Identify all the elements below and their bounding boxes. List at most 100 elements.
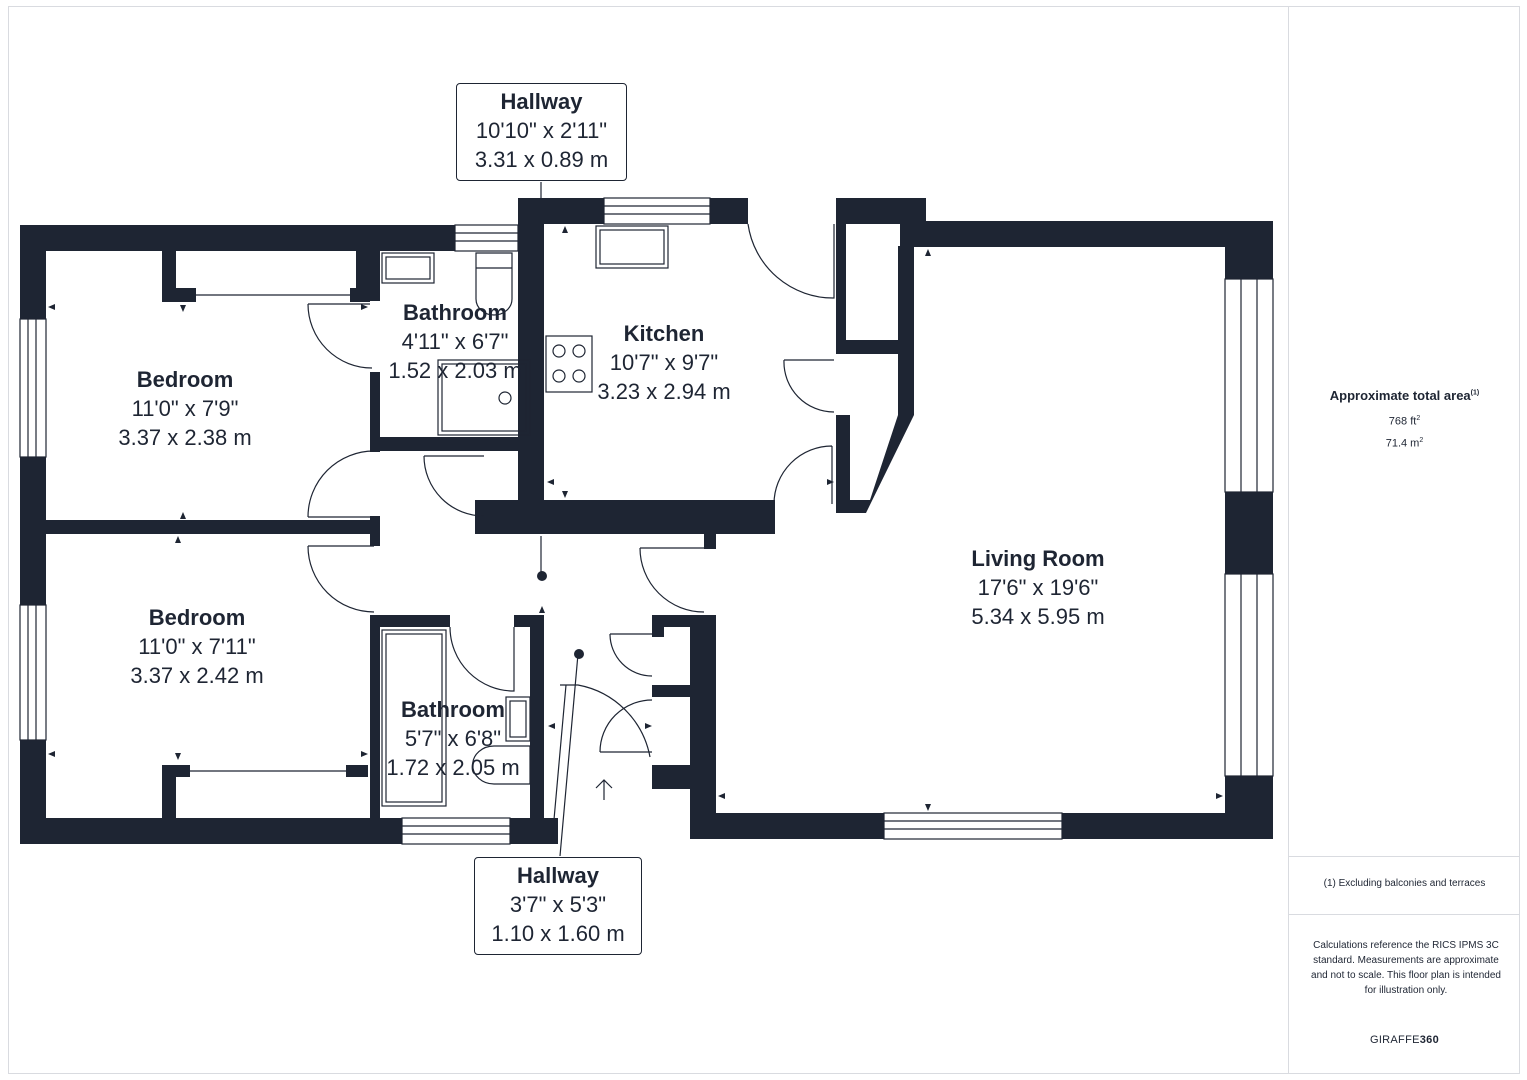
room-name: Kitchen bbox=[623, 321, 705, 346]
entrance-arrow bbox=[595, 779, 613, 800]
room-label-living-room: Living Room 17'6" x 19'6" 5.34 x 5.95 m bbox=[971, 545, 1104, 631]
room-label-bathroom-2: Bathroom 5'7" x 6'8" 1.72 x 2.05 m bbox=[386, 696, 519, 782]
wall-hall bbox=[370, 516, 380, 546]
divider bbox=[1289, 914, 1520, 915]
callout-leader bbox=[559, 653, 579, 857]
basin bbox=[505, 696, 531, 742]
door-swing bbox=[599, 699, 653, 753]
footnote: (1) Excluding balconies and terraces bbox=[1323, 878, 1486, 889]
area-title: Approximate total area(1) bbox=[1289, 388, 1520, 403]
toilet bbox=[475, 252, 513, 316]
room-dim-metric: 5.34 x 5.95 m bbox=[971, 604, 1105, 629]
wall-bath2-right bbox=[530, 615, 544, 844]
room-dim-metric: 1.52 x 2.03 m bbox=[388, 358, 522, 383]
window bbox=[1224, 278, 1274, 493]
wall-cupboard-hall bbox=[652, 615, 664, 637]
divider bbox=[1289, 856, 1520, 857]
room-dim-metric: 1.72 x 2.05 m bbox=[386, 755, 520, 780]
door-swing bbox=[423, 455, 485, 517]
callout-hallway-bottom: Hallway 3'7" x 5'3" 1.10 x 1.60 m bbox=[474, 857, 642, 955]
window bbox=[19, 318, 47, 458]
wall-kitchen-top bbox=[518, 198, 604, 224]
wardrobe-wall bbox=[162, 288, 196, 302]
area-sqm-unit-exp: 2 bbox=[1419, 437, 1424, 444]
wall-kitchen-bottom bbox=[475, 500, 775, 534]
wall-living-pier bbox=[1225, 492, 1273, 574]
room-dim-imperial: 4'11" x 6'7" bbox=[401, 329, 509, 354]
door-swing bbox=[449, 626, 515, 692]
wall-bottom-left bbox=[20, 818, 402, 844]
room-name: Living Room bbox=[971, 546, 1105, 571]
wall-kitchen-top-right bbox=[836, 198, 926, 224]
wall-cupboard-hall bbox=[652, 765, 716, 789]
wall-left-mid bbox=[20, 457, 46, 605]
wall-bath1 bbox=[370, 372, 380, 452]
door-swing bbox=[307, 450, 375, 518]
room-name: Bedroom bbox=[148, 605, 246, 630]
wall-cupboard-angled bbox=[836, 246, 914, 513]
room-dim-metric: 3.37 x 2.38 m bbox=[118, 425, 252, 450]
wall-living-bottom bbox=[690, 813, 884, 839]
room-dim-imperial: 11'0" x 7'11" bbox=[138, 634, 256, 659]
page-frame bbox=[8, 6, 1520, 1074]
window bbox=[19, 604, 47, 741]
door-swing bbox=[560, 684, 651, 758]
wall-kitchen-top bbox=[710, 198, 748, 224]
room-dim-metric: 3.37 x 2.42 m bbox=[130, 663, 264, 688]
hallway-marker bbox=[574, 649, 584, 659]
wall-cupboard-hall bbox=[652, 685, 716, 697]
room-label-bedroom-2: Bedroom 11'0" x 7'11" 3.37 x 2.42 m bbox=[130, 604, 263, 690]
info-panel: Approximate total area(1) 768 ft2 71.4 m… bbox=[1288, 6, 1520, 1074]
door-swing bbox=[307, 303, 373, 369]
bathtub bbox=[381, 629, 447, 807]
door-swing bbox=[773, 445, 833, 505]
wardrobe-wall bbox=[162, 765, 190, 777]
door-swing bbox=[747, 223, 835, 299]
window bbox=[603, 197, 711, 225]
door-swing bbox=[783, 359, 835, 413]
area-sqm-text: 71.4 m bbox=[1385, 437, 1420, 450]
callout-hallway-top: Hallway 10'10" x 2'11" 3.31 x 0.89 m bbox=[456, 83, 627, 181]
room-label-bathroom-1: Bathroom 4'11" x 6'7" 1.52 x 2.03 m bbox=[388, 299, 521, 385]
wall-top-left bbox=[20, 225, 455, 251]
wall-living-bottom bbox=[1062, 813, 1273, 839]
callout-name: Hallway bbox=[517, 863, 599, 888]
door-swing bbox=[307, 545, 375, 613]
wall-living-top bbox=[900, 221, 1272, 247]
room-label-kitchen: Kitchen 10'7" x 9'7" 3.23 x 2.94 m bbox=[597, 320, 730, 406]
wall-stub bbox=[704, 533, 716, 549]
wall-cupboard bbox=[836, 224, 846, 354]
brand-prefix: GIRAFFE bbox=[1369, 1034, 1420, 1046]
basin bbox=[381, 252, 435, 284]
area-title-text: Approximate total area bbox=[1329, 388, 1471, 403]
room-label-bedroom-1: Bedroom 11'0" x 7'9" 3.37 x 2.38 m bbox=[118, 366, 251, 452]
fixtures bbox=[19, 182, 1274, 857]
room-name: Bedroom bbox=[136, 367, 234, 392]
wall-bath1 bbox=[370, 251, 380, 301]
markers bbox=[48, 226, 1223, 811]
room-name: Bathroom bbox=[401, 697, 505, 722]
room-dim-imperial: 11'0" x 7'9" bbox=[131, 396, 239, 421]
room-dim-imperial: 10'7" x 9'7" bbox=[609, 350, 719, 375]
calculation-note: Calculations reference the RICS IPMS 3C … bbox=[1311, 940, 1501, 996]
entrance-door-leaf bbox=[551, 684, 567, 843]
wall-bath1-bottom bbox=[370, 437, 534, 451]
brand-suffix: 360 bbox=[1419, 1034, 1440, 1046]
wardrobe-wall bbox=[162, 765, 176, 818]
callout-dim-metric: 1.10 x 1.60 m bbox=[491, 921, 625, 946]
window bbox=[454, 224, 519, 252]
area-sqft-unit-exp: 2 bbox=[1416, 415, 1421, 422]
room-dim-imperial: 5'7" x 6'8" bbox=[404, 726, 502, 751]
hallway-marker bbox=[537, 571, 547, 581]
callout-dim-metric: 3.31 x 0.89 m bbox=[474, 147, 609, 172]
brand-logo: GIRAFFE360 bbox=[1289, 1034, 1520, 1046]
callout-name: Hallway bbox=[500, 89, 583, 114]
area-sqm: 71.4 m2 bbox=[1289, 437, 1520, 450]
room-dim-imperial: 17'6" x 19'6" bbox=[977, 575, 1099, 600]
wall-bath2-left bbox=[370, 615, 380, 844]
toilet bbox=[472, 745, 531, 785]
callout-dim-imperial: 10'10" x 2'11" bbox=[475, 118, 608, 143]
room-name: Bathroom bbox=[403, 300, 507, 325]
wall-living-corner bbox=[1225, 221, 1273, 279]
